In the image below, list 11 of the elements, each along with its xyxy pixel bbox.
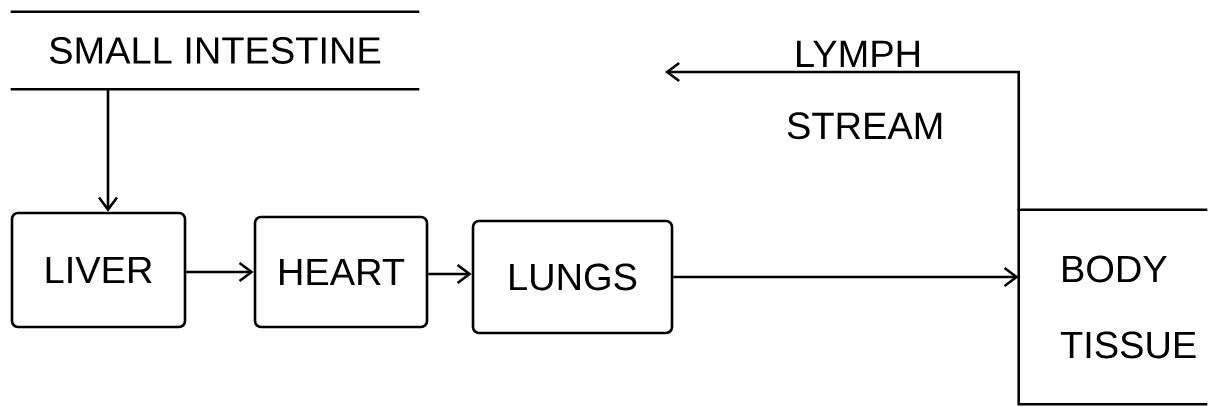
organ-box: LUNGS [471,219,674,335]
arrow [186,261,254,283]
arrow [673,266,1019,288]
organ-band: SMALL INTESTINE [10,10,420,91]
arrow [97,89,119,212]
edge-label: LYMPH STREAM [787,40,942,140]
organ-box: BODY TISSUE [1017,208,1208,406]
organ-box: HEART [253,215,429,329]
organ-box: LIVER [10,211,187,329]
arrow [665,61,1020,210]
arrow [428,263,472,285]
